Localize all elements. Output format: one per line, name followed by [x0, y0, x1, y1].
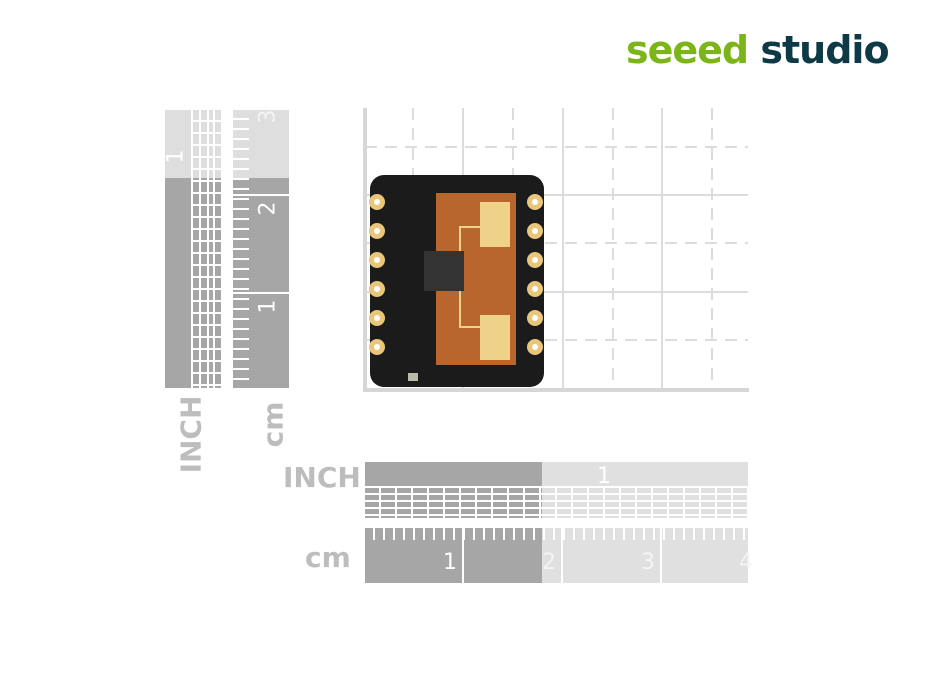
vertical-cm-ruler: 3 2 1	[233, 110, 289, 388]
cm-number: 2	[255, 201, 281, 216]
inch-number: 1	[163, 149, 189, 164]
cm-number: 3	[641, 550, 655, 575]
cm-number: 3	[255, 109, 281, 124]
inch-label-horizontal: INCH	[283, 461, 361, 494]
chip	[424, 251, 464, 291]
cm-number: 2	[542, 550, 556, 575]
cm-number: 1	[255, 299, 281, 314]
vertical-inch-ruler: 1	[163, 110, 221, 388]
horizontal-inch-ruler: 1	[365, 462, 748, 518]
inch-label-vertical: INCH	[174, 395, 208, 474]
radar-sensor-module	[369, 175, 544, 387]
cm-number: 1	[443, 550, 457, 575]
logo-studio: studio	[760, 28, 889, 72]
cm-label-horizontal: cm	[305, 541, 351, 574]
cm-number: 4	[739, 550, 753, 575]
inch-number: 1	[597, 464, 611, 489]
horizontal-cm-ruler: 1 2 3 4	[365, 528, 753, 583]
seeed-studio-logo: seeed studio	[626, 28, 890, 72]
logo-seeed: seeed	[626, 28, 749, 72]
cm-label-vertical: cm	[256, 401, 290, 448]
